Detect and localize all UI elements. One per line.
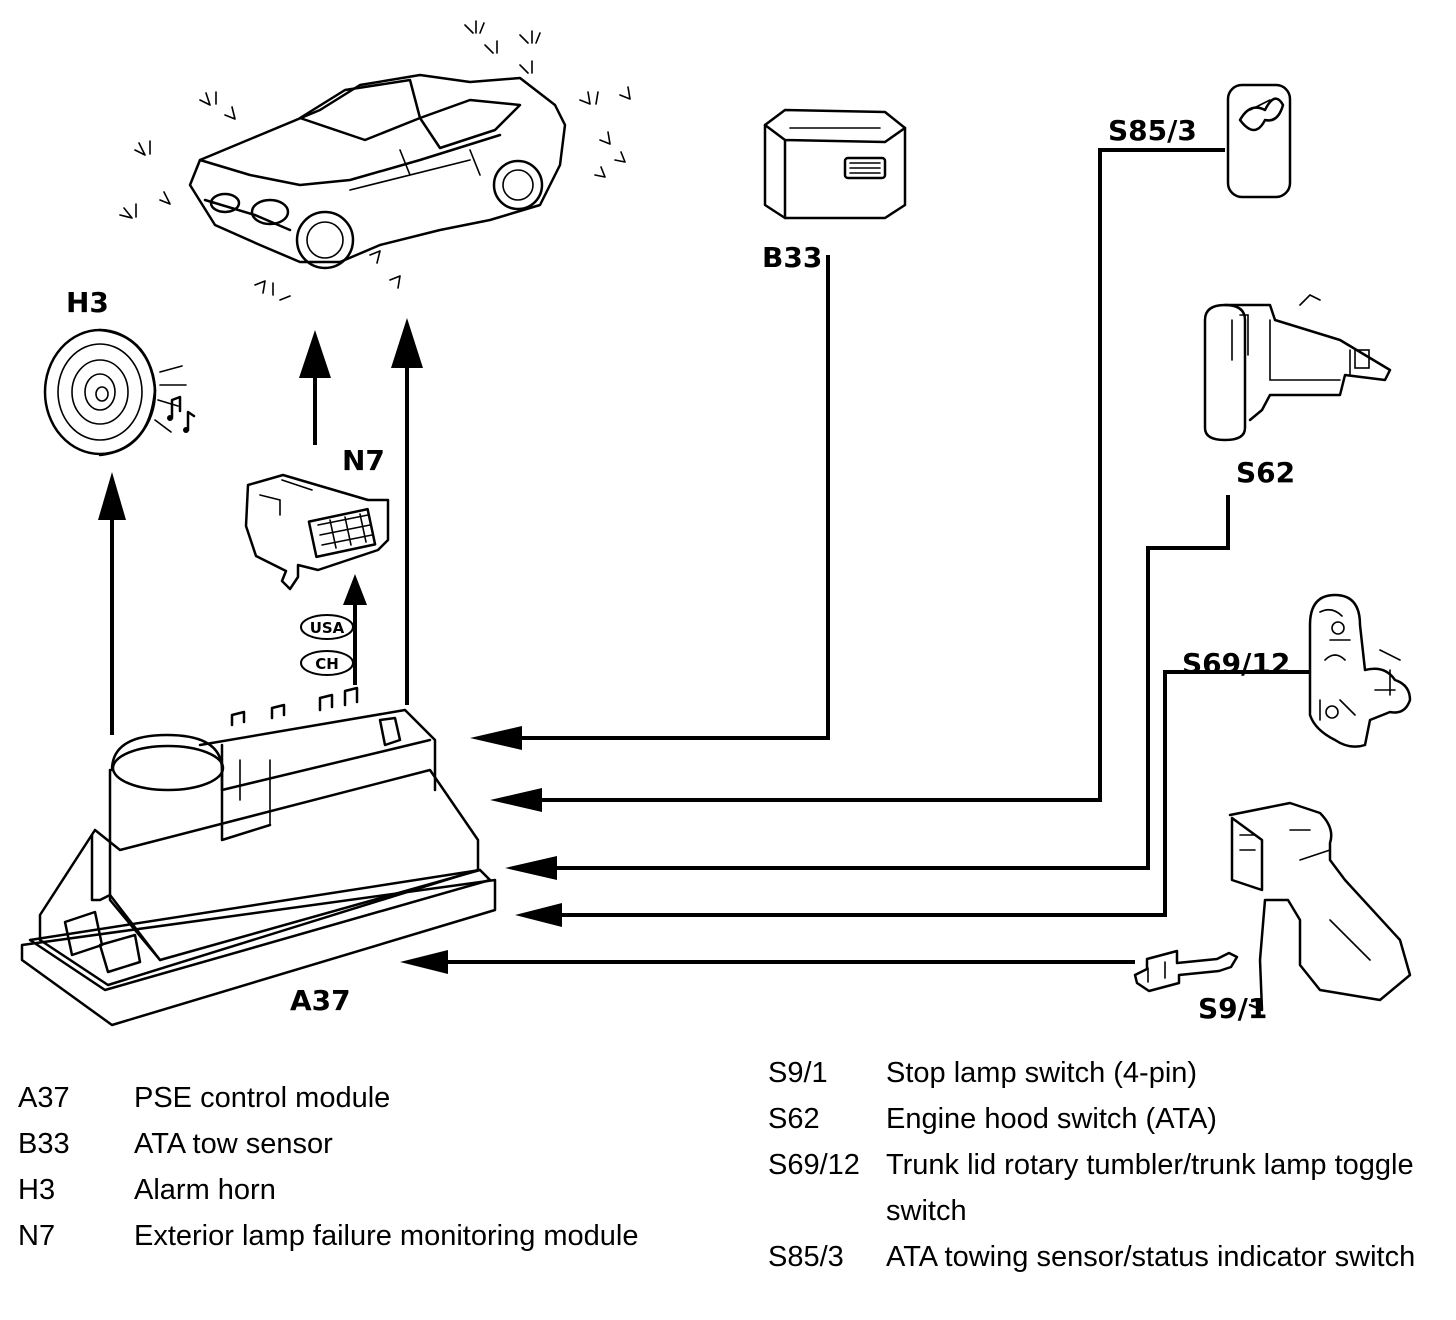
legend-row: S62 Engine hood switch (ATA): [768, 1096, 1456, 1142]
label-a37: A37: [290, 984, 351, 1017]
legend-desc: Alarm horn: [134, 1174, 276, 1206]
legend-row: A37 PSE control module: [18, 1075, 658, 1121]
legend-row: S9/1 Stop lamp switch (4-pin): [768, 1050, 1456, 1096]
arrow-vehicle-1: [299, 330, 331, 378]
legend-left: A37 PSE control module B33 ATA tow senso…: [18, 1075, 658, 1259]
legend-desc: Exterior lamp failure monitoring module: [134, 1220, 639, 1252]
label-s69-12: S69/12: [1182, 647, 1290, 680]
trunk-switch-illustration: [1308, 593, 1412, 748]
label-h3: H3: [66, 286, 109, 319]
status-switch-illustration: [1226, 83, 1292, 199]
usa-badge: USA: [310, 619, 345, 637]
legend-desc: ATA towing sensor/status indicator switc…: [886, 1241, 1416, 1273]
label-s9-1: S9/1: [1198, 992, 1267, 1025]
legend-right: S9/1 Stop lamp switch (4-pin) S62 Engine…: [768, 1050, 1456, 1280]
arrow-b33: [470, 726, 522, 750]
hood-switch-illustration: [1203, 294, 1392, 442]
label-n7: N7: [342, 444, 385, 477]
ch-badge: CH: [315, 655, 339, 673]
usa-badge-oval: [300, 614, 354, 640]
legend-code: S85/3: [768, 1241, 844, 1273]
legend-code: S62: [768, 1103, 820, 1135]
legend-code: S9/1: [768, 1057, 828, 1089]
arrow-s69-12: [515, 903, 562, 927]
alarm-horn-illustration: [43, 328, 196, 457]
legend-desc: PSE control module: [134, 1082, 391, 1114]
lamp-monitor-module-illustration: [244, 473, 390, 591]
arrow-heads: [98, 318, 562, 974]
wire-s85-3: [540, 148, 1225, 802]
ch-badge-oval: [300, 650, 354, 676]
arrow-s85-3: [490, 788, 542, 812]
legend-row: H3 Alarm horn: [18, 1167, 658, 1213]
light-flash-marks: [119, 20, 631, 301]
legend-desc: Trunk lid rotary tumbler/trunk lamp togg…: [886, 1149, 1414, 1227]
wire-b33: [520, 255, 830, 740]
control-module-illustration: [20, 686, 497, 1027]
vehicle-illustration: [188, 73, 567, 270]
country-badges: USA CH: [300, 614, 354, 676]
legend-desc: Engine hood switch (ATA): [886, 1103, 1217, 1135]
wires: [110, 148, 1310, 964]
tow-sensor-illustration: [763, 108, 907, 220]
arrow-vehicle-2: [391, 318, 423, 368]
arrow-s9-1: [400, 950, 448, 974]
legend-row: S85/3 ATA towing sensor/status indicator…: [768, 1234, 1456, 1280]
legend-code: N7: [18, 1220, 56, 1252]
label-s85-3: S85/3: [1108, 114, 1197, 147]
arrow-n7: [343, 574, 367, 605]
legend-code: B33: [18, 1128, 70, 1160]
legend-code: A37: [18, 1082, 70, 1114]
legend-row: S69/12 Trunk lid rotary tumbler/trunk la…: [768, 1142, 1456, 1234]
legend-code: S69/12: [768, 1149, 860, 1181]
wire-s62: [555, 495, 1230, 870]
legend-desc: ATA tow sensor: [134, 1128, 333, 1160]
wire-s69-12: [560, 670, 1310, 917]
legend-row: N7 Exterior lamp failure monitoring modu…: [18, 1213, 658, 1259]
legend-code: H3: [18, 1174, 56, 1206]
label-s62: S62: [1236, 456, 1295, 489]
arrow-horn: [98, 472, 126, 520]
stop-lamp-switch-illustration: [1133, 801, 1412, 1012]
legend-row: B33 ATA tow sensor: [18, 1121, 658, 1167]
arrow-s62: [505, 856, 557, 880]
label-b33: B33: [762, 241, 822, 274]
legend-desc: Stop lamp switch (4-pin): [886, 1057, 1198, 1089]
component-labels: H3 N7 B33 S85/3 S62 S69/12 S9/1 A37: [66, 114, 1295, 1025]
